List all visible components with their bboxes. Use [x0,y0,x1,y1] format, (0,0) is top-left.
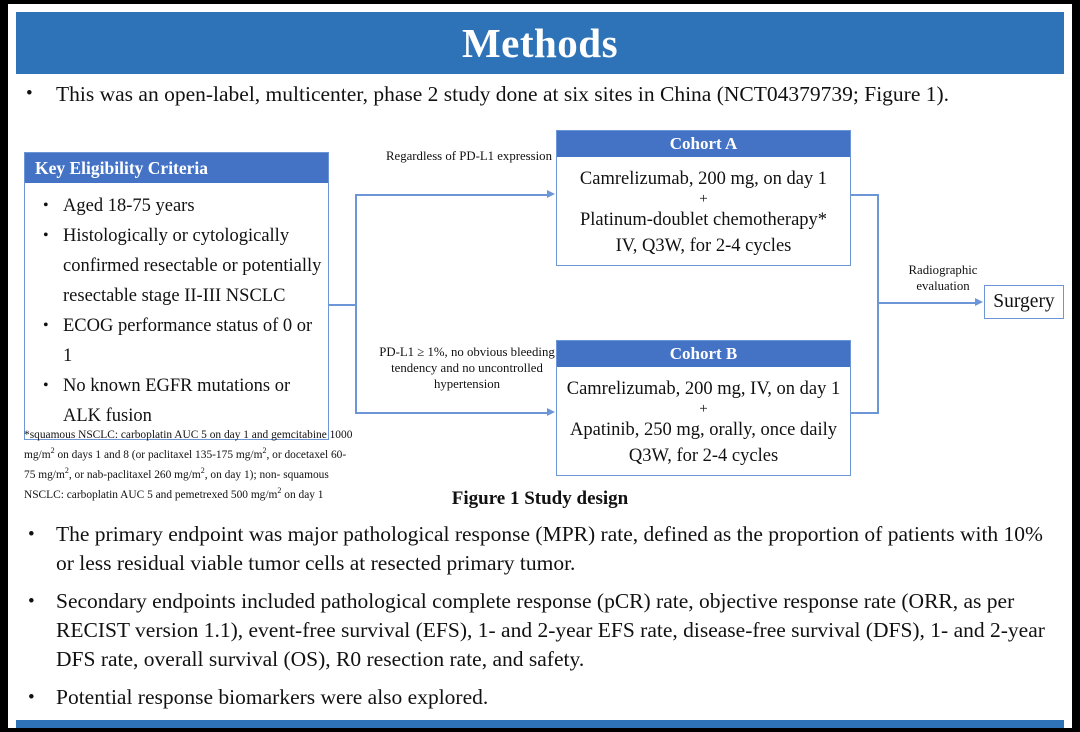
arrowhead-to-surgery [975,298,983,306]
footnote-sup: 2 [277,486,282,496]
cohort-a-body: Camrelizumab, 200 mg, on day 1 + Platinu… [557,157,850,259]
footnote-line-2b: , or docetaxel 60-75 mg/m [24,449,347,481]
connector-to-surgery [877,302,977,304]
bullet-marker: • [43,197,49,214]
bullet-marker: • [28,687,35,708]
eligibility-body: • Aged 18-75 years • Histologically or c… [25,183,328,431]
intro-text: This was an open-label, multicenter, pha… [56,82,950,106]
eligibility-item: • No known EGFR mutations or ALK fusion [33,371,322,431]
footnote-sup: 2 [50,446,55,456]
endpoints-bullet-list: • The primary endpoint was major patholo… [26,520,1060,721]
eligibility-item: • Aged 18-75 years [33,191,322,221]
surgery-box: Surgery [984,285,1064,319]
arrowhead-to-cohort-a [547,190,555,198]
list-item-text: Potential response biomarkers were also … [56,685,489,709]
eligibility-item: • Histologically or cytologically confir… [33,221,322,311]
cohort-b-box: Cohort B Camrelizumab, 200 mg, IV, on da… [556,340,851,476]
eligibility-item-label: Histologically or cytologically confirme… [63,226,322,306]
cohort-a-line-2: Platinum-doublet chemotherapy* [579,210,828,230]
cohort-a-box: Cohort A Camrelizumab, 200 mg, on day 1 … [556,130,851,266]
connector-label-radiographic: Radiographic evaluation [908,263,978,293]
figure-caption: Figure 1 Study design [451,488,629,509]
eligibility-criteria-box: Key Eligibility Criteria • Aged 18-75 ye… [24,152,329,440]
footnote-line-3: squamous NSCLC: carboplatin AUC 5 and pe… [24,469,329,501]
list-item: • The primary endpoint was major patholo… [26,520,1060,578]
footnote-line-1b: on days 1 and 8 (or [54,449,146,461]
footnote-line-2d: , on day 1); non- [204,469,281,481]
cohort-a-line-3: IV, Q3W, for 2-4 cycles [615,236,792,256]
eligibility-item: • ECOG performance status of 0 or 1 [33,311,322,371]
eligibility-item-label: ECOG performance status of 0 or 1 [63,316,313,366]
arrowhead-to-cohort-b [547,408,555,416]
connector-label-cohort-a: Regardless of PD-L1 expression [386,149,552,163]
chemotherapy-footnote: *squamous NSCLC: carboplatin AUC 5 on da… [24,428,354,503]
eligibility-item-label: No known EGFR mutations or ALK fusion [63,376,291,426]
connector-merge-vertical [877,194,879,414]
footnote-sup: 2 [64,466,69,476]
list-item: • Secondary endpoints included pathologi… [26,587,1060,674]
list-item: • Potential response biomarkers were als… [26,683,1060,712]
connector-stub-eligibility [329,304,357,306]
footnote-sup: 2 [262,446,267,456]
cohort-b-header: Cohort B [557,341,850,367]
cohort-a-plus: + [699,191,708,207]
cohort-a-header: Cohort A [557,131,850,157]
cohort-b-line-1: Camrelizumab, 200 mg, IV, on day 1 [566,379,841,399]
slide-canvas: Methods • This was an open-label, multic… [8,4,1072,728]
footnote-sup: 2 [200,466,205,476]
connector-label-cohort-b: PD-L1 ≥ 1%, no obvious bleeding tendency… [379,345,555,391]
footnote-line-1: *squamous NSCLC: carboplatin AUC 5 on da… [24,429,353,461]
cohort-b-plus: + [699,401,708,417]
cohort-a-line-1: Camrelizumab, 200 mg, on day 1 [579,169,828,189]
surgery-label: Surgery [993,291,1055,312]
bullet-marker: • [43,377,49,394]
bullet-marker: • [43,227,49,244]
connector-to-cohort-b [355,412,549,414]
connector-from-cohort-a [851,194,879,196]
footnote-line-2: paclitaxel 135-175 mg/m [147,449,263,461]
study-design-diagram: Key Eligibility Criteria • Aged 18-75 ye… [16,122,1064,514]
cohort-b-line-2: Apatinib, 250 mg, orally, once daily [570,420,837,440]
footer-strip [16,720,1064,728]
list-item-text: Secondary endpoints included pathologica… [56,589,1045,671]
connector-from-cohort-b [851,412,879,414]
eligibility-header: Key Eligibility Criteria [25,153,328,183]
list-item-text: The primary endpoint was major pathologi… [56,522,1043,575]
footnote-line-2c: , or nab-paclitaxel 260 mg/m [68,469,201,481]
bullet-marker: • [26,83,33,104]
eligibility-item-label: Aged 18-75 years [63,196,195,216]
bullet-marker: • [28,591,35,612]
bullet-marker: • [28,524,35,545]
title-banner: Methods [16,12,1064,74]
bullet-marker: • [43,317,49,334]
intro-bullet: • This was an open-label, multicenter, p… [26,82,1056,107]
cohort-b-line-3: Q3W, for 2-4 cycles [628,446,779,466]
page-title: Methods [461,20,619,66]
connector-split-vertical [355,194,357,414]
connector-to-cohort-a [355,194,549,196]
cohort-b-body: Camrelizumab, 200 mg, IV, on day 1 + Apa… [557,367,850,469]
footnote-line-3b: on day 1 [281,489,324,501]
